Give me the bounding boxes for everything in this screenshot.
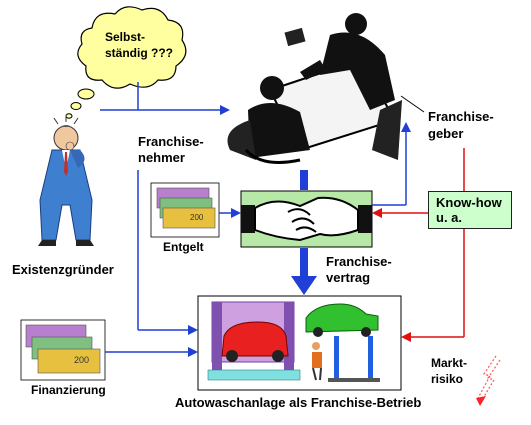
label-franchisenehmer-1: Franchise- [138, 134, 204, 149]
label-knowhow-1: Know-how [436, 195, 502, 210]
lightning-arrow-icon [476, 355, 501, 406]
label-marktrisiko-1: Markt- [431, 356, 468, 370]
label-marktrisiko-2: risiko [431, 372, 464, 386]
money-bills-icon: 200 [150, 182, 220, 238]
money-bills-icon: 200 [20, 319, 106, 381]
label-finanzierung: Finanzierung [31, 383, 106, 397]
svg-text:200: 200 [190, 213, 204, 222]
handshake-icon [240, 190, 373, 248]
thought-bubble-icon [65, 6, 187, 119]
bubble-text-line1: Selbst- [105, 30, 146, 44]
label-knowhow-2: u. a. [436, 210, 463, 225]
label-betrieb: Autowaschanlage als Franchise-Betrieb [175, 395, 422, 410]
bubble-text-line2: ständig ??? [105, 46, 173, 60]
worried-man-icon [38, 115, 94, 246]
label-franchisegeber-1: Franchise- [428, 109, 494, 124]
label-franchisevertrag-2: vertrag [326, 270, 371, 285]
svg-text:200: 200 [74, 355, 89, 365]
knowhow-box: Know-how u. a. [428, 191, 512, 229]
car-wash-icon [197, 295, 402, 391]
label-existenzgruender: Existenzgründer [12, 262, 114, 277]
label-franchisenehmer-2: nehmer [138, 150, 185, 165]
label-franchisevertrag-1: Franchise- [326, 254, 392, 269]
label-franchisegeber-2: geber [428, 126, 464, 141]
label-entgelt: Entgelt [163, 240, 204, 254]
business-meeting-icon [227, 13, 402, 164]
